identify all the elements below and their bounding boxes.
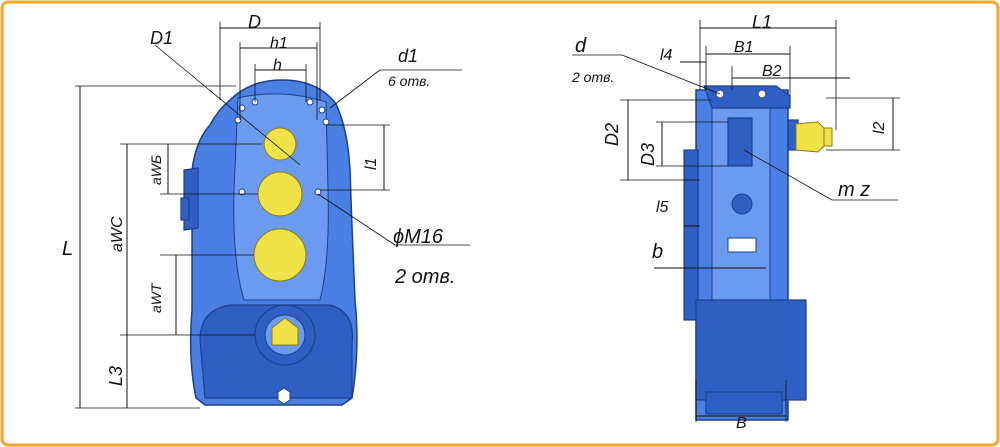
output-bore-key (271, 317, 299, 346)
label-mz: m z (838, 179, 870, 201)
label-l2: l2 (871, 121, 888, 134)
side-left-flange (683, 149, 699, 321)
side-view: L1 B1 B2 l4 d 2 отв. l2 D2 D3 m z (571, 12, 900, 432)
label-D: D (248, 12, 261, 32)
label-B2: B2 (762, 63, 782, 80)
m16-hole-left (238, 188, 246, 196)
label-d1: d1 (398, 46, 418, 66)
label-awt: aWT (148, 282, 164, 313)
label-l5: l5 (656, 199, 669, 216)
label-L3: L3 (106, 366, 126, 386)
front-view: D h1 h D1 d1 6 отв. l1 ϕM16 2 отв. L aWC… (62, 12, 470, 409)
label-l1: l1 (363, 158, 380, 170)
label-D1: D1 (150, 28, 173, 48)
label-L1: L1 (752, 12, 772, 32)
side-lower-block (695, 299, 807, 401)
label-B: B (736, 415, 747, 432)
front-left-boss (180, 197, 190, 221)
side-input-shaft (795, 121, 827, 153)
label-B1: B1 (734, 39, 754, 56)
label-h1: h1 (270, 35, 288, 52)
label-D2: D2 (602, 123, 622, 146)
output-shaft-upper (253, 228, 307, 282)
side-top-cap (703, 85, 791, 109)
label-d-holes: 2 отв. (571, 69, 614, 85)
label-awc: aWC (109, 216, 126, 252)
intermediate-shaft (257, 171, 303, 217)
label-b: b (652, 241, 663, 263)
input-shaft (263, 127, 297, 161)
pinion (727, 117, 753, 167)
label-awb: aWБ (148, 155, 164, 185)
label-d1-holes: 6 отв. (388, 73, 430, 89)
label-h: h (273, 57, 282, 74)
label-d: d (575, 35, 587, 57)
label-L: L (62, 238, 73, 260)
label-l4: l4 (660, 47, 673, 64)
label-m16: ϕM16 (393, 226, 444, 248)
label-D3: D3 (638, 143, 658, 166)
label-m16-holes: 2 отв. (394, 266, 455, 288)
side-foot (705, 391, 783, 415)
m16-hole-right (314, 188, 322, 196)
